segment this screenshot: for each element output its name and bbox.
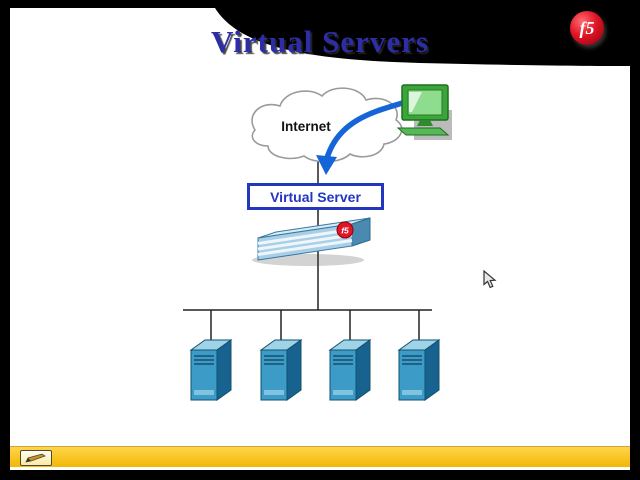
f5-logo-label: f5 <box>579 17 595 38</box>
server-tower-icon <box>260 339 302 401</box>
server-tower-icon <box>329 339 371 401</box>
internet-label: Internet <box>281 119 331 134</box>
server-tower-icon <box>190 339 232 401</box>
f5-logo-icon: f5 <box>570 11 604 45</box>
mouse-cursor <box>483 269 497 294</box>
f5-ball-icon: f5 <box>336 221 354 239</box>
f5-ball-label: f5 <box>341 226 349 236</box>
annotation-pen-button[interactable] <box>20 450 52 466</box>
slide-title: Virtual Servers <box>211 24 429 59</box>
presentation-slide: Internet <box>10 8 630 470</box>
virtual-server-label-box: Virtual Server <box>247 183 384 210</box>
bottom-toolbar <box>10 446 630 467</box>
pen-icon <box>25 453 46 463</box>
internet-cloud-icon: Internet <box>251 87 403 163</box>
network-diagram: Internet <box>183 84 452 401</box>
server-tower-icon <box>398 339 440 401</box>
load-balancer-appliance-icon: f5 <box>252 217 371 266</box>
client-computer-icon <box>396 84 452 140</box>
